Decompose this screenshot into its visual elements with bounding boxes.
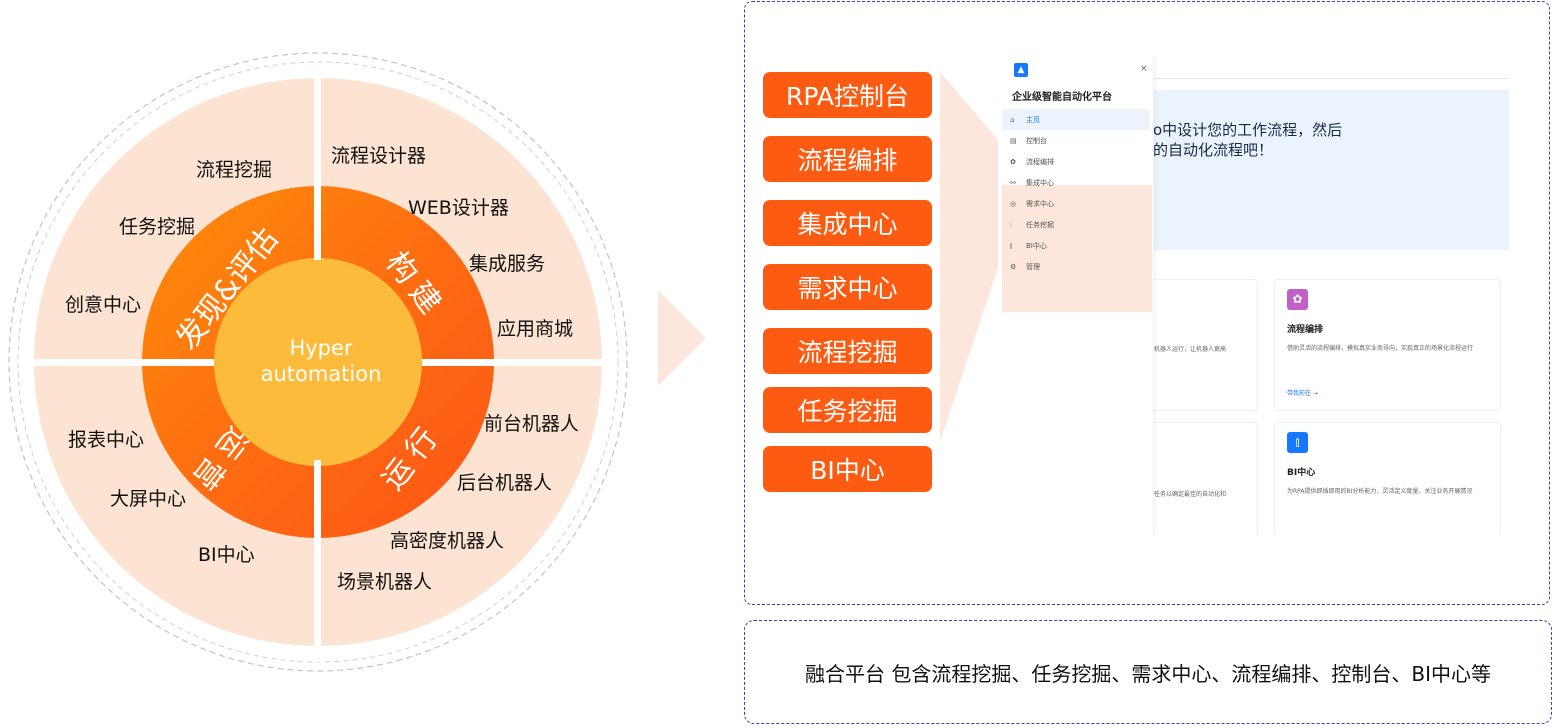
vertical-divider (314, 460, 321, 540)
wheel-item: 集成服务 (469, 253, 545, 275)
welcome-banner: o中设计您的工作流程，然后 的自动化流程吧！ (1153, 90, 1509, 250)
bi-icon: ⫾ (1287, 432, 1308, 453)
vertical-divider (314, 70, 321, 182)
nav-item-label: 集成中心 (1026, 178, 1054, 187)
nav-item-label: 任务挖掘 (1026, 220, 1054, 229)
target-icon: ◎ (1010, 199, 1017, 208)
wheel-item: WEB设计器 (408, 197, 509, 219)
core-label-line1: Hyper (289, 336, 352, 360)
wheel-item: 报表中心 (68, 429, 144, 451)
nav-item-label: BI中心 (1026, 241, 1047, 250)
nav-item-label: 主页 (1026, 115, 1040, 124)
nav-item-label: 需求中心 (1026, 199, 1054, 208)
link-icon: ⚯ (1010, 178, 1016, 187)
nav-item-orchestration[interactable]: ✿ 流程编排 (1002, 151, 1150, 172)
horizontal-divider (30, 359, 214, 366)
wheel-item: 应用商城 (497, 318, 573, 340)
wheel-item: 流程挖掘 (196, 159, 272, 181)
nav-item-task-mining[interactable]: ⫶ 任务挖掘 (1002, 214, 1150, 235)
app-sidebar: ▲ × 企业级智能自动化平台 ⌂ 主页 ▤ 控制台 ✿ 流程编排 ⚯ 集成中心 … (998, 55, 1154, 535)
banner-line: o中设计您的工作流程，然后 (1153, 121, 1343, 139)
orchestration-icon: ✿ (1287, 289, 1308, 310)
nav-item-integration[interactable]: ⚯ 集成中心 (1002, 172, 1150, 193)
horizontal-divider (422, 359, 612, 366)
card-title: 流程编排 (1287, 325, 1324, 335)
header-divider (1153, 78, 1509, 79)
module-process-mining[interactable]: 流程挖掘 (763, 328, 932, 374)
module-rpa-console[interactable]: RPA控制台 (763, 72, 932, 118)
app-title: 企业级智能自动化平台 (1012, 92, 1112, 103)
nav-item-admin[interactable]: ⚙ 管理 (1002, 256, 1150, 277)
app-main: o中设计您的工作流程，然后 的自动化流程吧！ 机器人运行，让机器人更高 ✿ 流程… (1133, 55, 1512, 535)
nav-item-label: 控制台 (1026, 136, 1047, 145)
summary-panel: 融合平台 包含流程挖掘、任务挖掘、需求中心、流程编排、控制台、BI中心等 (744, 620, 1552, 724)
chart-icon: ⫾ (1010, 241, 1013, 250)
summary-text: 融合平台 包含流程挖掘、任务挖掘、需求中心、流程编排、控制台、BI中心等 (805, 661, 1491, 686)
card-title: BI中心 (1287, 468, 1316, 478)
banner-line: 的自动化流程吧！ (1153, 141, 1274, 159)
home-icon: ⌂ (1010, 115, 1015, 124)
wheel-item: 任务挖掘 (119, 216, 195, 238)
module-process-orchestration[interactable]: 流程编排 (763, 136, 932, 182)
wheel-item: BI中心 (198, 544, 255, 566)
module-list: RPA控制台 流程编排 集成中心 需求中心 流程挖掘 任务挖掘 BI中心 (763, 72, 932, 510)
wheel-item: 流程设计器 (331, 145, 426, 167)
app-logo-icon: ▲ (1014, 63, 1028, 77)
feature-card-bi[interactable]: ⫾ BI中心 为RPA提供即插即用的BI分析能力，灵活定义度量，关注业务开展情况 (1274, 422, 1501, 535)
wheel-item: 高密度机器人 (390, 530, 504, 552)
nav-item-home[interactable]: ⌂ 主页 (1002, 109, 1150, 130)
nav-item-bi[interactable]: ⫾ BI中心 (1002, 235, 1150, 256)
core-label-line2: automation (261, 362, 382, 386)
nav-item-requirements[interactable]: ◎ 需求中心 (1002, 193, 1150, 214)
feature-card-orchestration[interactable]: ✿ 流程编排 借助灵活的流程编排，模拟真实业务导向，实现真正的场景化流程运行 带… (1274, 279, 1501, 411)
wheel-item: 后台机器人 (457, 472, 552, 494)
console-icon: ▤ (1010, 136, 1017, 145)
core-circle (214, 258, 422, 466)
card-link[interactable]: 带我前往 → (1287, 390, 1318, 397)
card-desc: 借助灵活的流程编排，模拟真实业务导向，实现真正的场景化流程运行 (1287, 345, 1474, 352)
mining-icon: ⫶ (1010, 220, 1012, 229)
arrow-right-icon (658, 290, 706, 386)
nav-item-console[interactable]: ▤ 控制台 (1002, 130, 1150, 151)
card-desc: 为RPA提供即插即用的BI分析能力，灵活定义度量，关注业务开展情况 (1287, 488, 1473, 495)
platform-screenshot: ▲ × 企业级智能自动化平台 ⌂ 主页 ▤ 控制台 ✿ 流程编排 ⚯ 集成中心 … (998, 55, 1512, 535)
callout-wedge (940, 72, 1000, 442)
wheel-item: 前台机器人 (484, 413, 579, 435)
module-task-mining[interactable]: 任务挖掘 (763, 387, 932, 433)
vertical-divider (314, 180, 321, 260)
vertical-divider (314, 462, 321, 662)
module-bi-center[interactable]: BI中心 (763, 446, 932, 492)
wheel-item: 场景机器人 (337, 571, 432, 593)
hyperautomation-wheel: Hyper automation 发现&评估 构建 运营 运行 流程挖掘 任务挖… (8, 52, 628, 672)
card-desc: 任务以确定最佳的自动化和 (1154, 491, 1227, 498)
banner-text: o中设计您的工作流程，然后 的自动化流程吧！ (1153, 120, 1342, 160)
wheel-item: 大屏中心 (110, 488, 186, 510)
close-icon[interactable]: × (1140, 64, 1148, 74)
outer-dashed-ring (8, 52, 628, 672)
module-integration-center[interactable]: 集成中心 (763, 200, 932, 246)
gear-icon: ⚙ (1010, 262, 1017, 271)
platform-panel (744, 1, 1550, 605)
orchestration-icon: ✿ (1010, 157, 1016, 166)
nav-item-label: 管理 (1026, 262, 1040, 271)
wheel-item: 创意中心 (65, 294, 141, 316)
module-requirement-center[interactable]: 需求中心 (763, 264, 932, 310)
card-desc: 机器人运行，让机器人更高 (1154, 346, 1227, 353)
app-nav: ⌂ 主页 ▤ 控制台 ✿ 流程编排 ⚯ 集成中心 ◎ 需求中心 ⫶ 任务挖掘 (1002, 109, 1152, 312)
nav-item-label: 流程编排 (1026, 157, 1054, 166)
